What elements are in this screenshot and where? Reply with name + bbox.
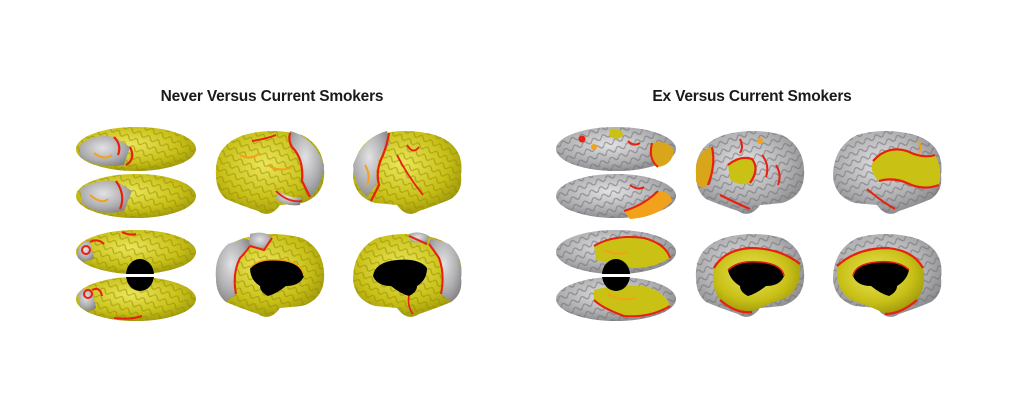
panel-title: Never Versus Current Smokers [160,88,384,105]
brain-lateral-left-view [690,125,810,220]
brain-medial-right-view [827,228,952,323]
brain-ventral-view [554,228,679,323]
panel-ex-vs-current: Ex Versus Current Smokers [542,0,962,415]
brain-lateral-right-view [347,125,472,220]
brain-dorsal-view [74,125,199,220]
brain-medial-left-view [690,228,810,323]
brain-dorsal-view [554,125,679,220]
brain-lateral-left-view [210,125,330,220]
brain-ventral-view [74,228,199,323]
panel-title: Ex Versus Current Smokers [652,88,852,105]
brain-medial-left-view [210,228,330,323]
brain-lateral-right-view [827,125,952,220]
brain-medial-right-view [347,228,472,323]
panel-never-vs-current: Never Versus Current Smokers [62,0,482,415]
